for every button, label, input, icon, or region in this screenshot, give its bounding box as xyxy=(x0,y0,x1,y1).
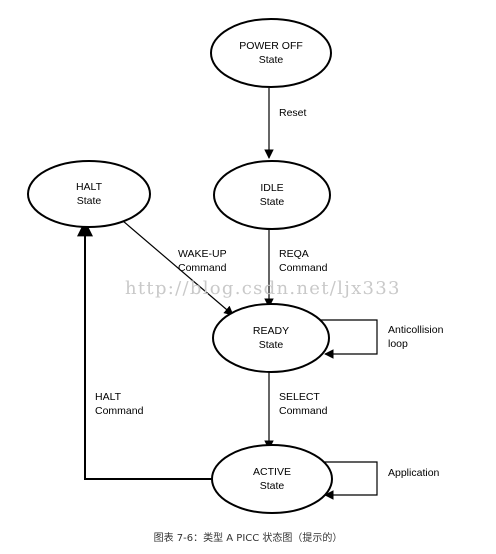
state-ready-line2: State xyxy=(259,339,284,351)
state-ready: READY State xyxy=(212,303,330,373)
transition-application-label: Application xyxy=(388,467,440,479)
transition-anticollision-label-line1: Anticollision xyxy=(388,324,444,336)
state-idle-line2: State xyxy=(260,196,285,208)
state-idle-line1: IDLE xyxy=(260,182,283,194)
state-halt-line1: HALT xyxy=(76,181,103,193)
state-ready-line1: READY xyxy=(253,325,289,337)
transition-wake-up-label-line1: WAKE-UP xyxy=(178,248,227,260)
transition-select-label-line1: SELECT xyxy=(279,391,320,403)
watermark: http://blog.csdn.net/ljx333 xyxy=(125,278,401,299)
edge-active-to-halt xyxy=(77,220,212,480)
state-active-line2: State xyxy=(260,480,285,492)
transition-reset-label: Reset xyxy=(279,107,307,119)
transition-halt-command-label-line1: HALT xyxy=(95,391,122,403)
state-power-off-line2: State xyxy=(259,54,284,66)
state-active: ACTIVE State xyxy=(211,444,333,514)
transition-wake-up-label-line2: Command xyxy=(178,262,227,274)
transition-reqa-label-line2: Command xyxy=(279,262,328,274)
state-idle: IDLE State xyxy=(213,160,331,230)
state-active-line1: ACTIVE xyxy=(253,466,291,478)
edge-halt-to-ready xyxy=(122,220,234,316)
state-halt-line2: State xyxy=(77,195,102,207)
transition-anticollision-label-line2: loop xyxy=(388,338,408,350)
transition-select-label-line2: Command xyxy=(279,405,328,417)
transition-reqa-label-line1: REQA xyxy=(279,248,309,260)
state-power-off: POWER OFF State xyxy=(210,18,332,88)
figure-caption: 图表 7-6：类型 A PICC 状态图（提示的） xyxy=(154,531,343,544)
state-halt: HALT State xyxy=(27,160,151,228)
state-power-off-line1: POWER OFF xyxy=(239,40,303,52)
transition-halt-command-label-line2: Command xyxy=(95,405,144,417)
